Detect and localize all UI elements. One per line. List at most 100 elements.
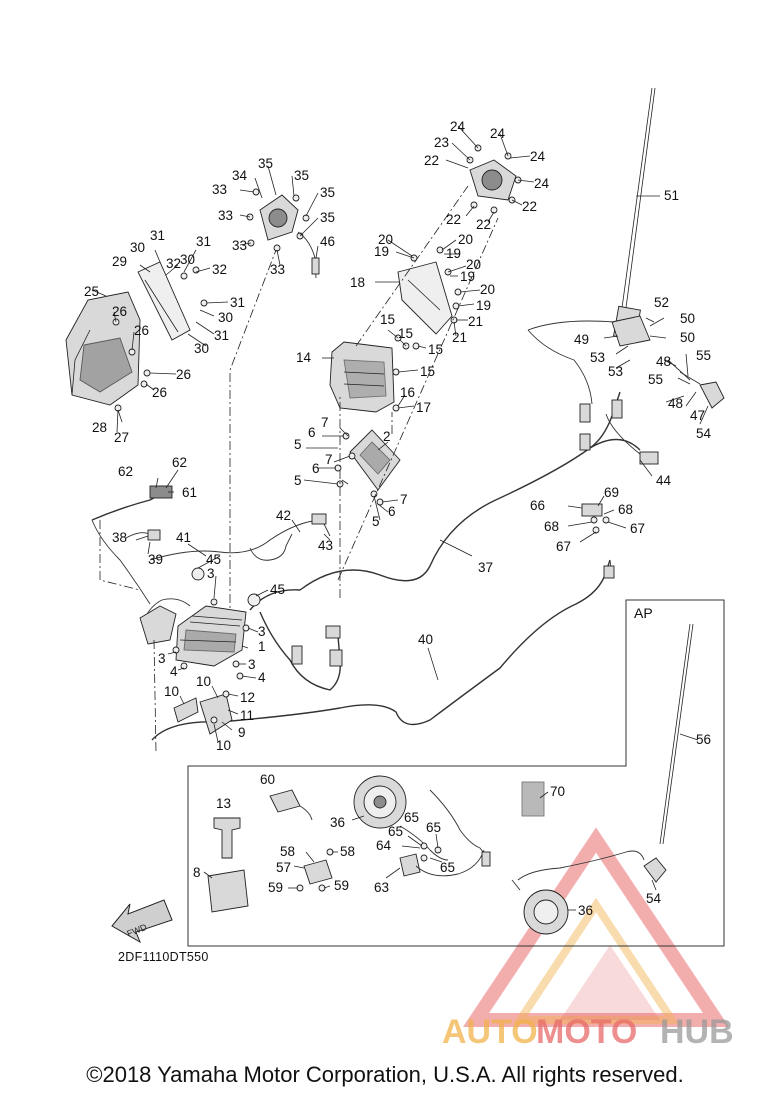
callout-15c: 15 [428, 342, 443, 357]
callout-13: 13 [216, 796, 231, 811]
callout-24c: 24 [530, 149, 546, 164]
callout-65a: 65 [388, 824, 403, 839]
callout-7c: 7 [400, 492, 408, 507]
callout-3b: 3 [258, 624, 266, 639]
callout-65d: 65 [440, 860, 455, 875]
callout-32a: 32 [166, 256, 181, 271]
callout-6c: 6 [388, 504, 396, 519]
callout-48b: 48 [668, 396, 683, 411]
watermark-part-1: AUTO [442, 1013, 538, 1051]
callout-37: 37 [478, 560, 493, 575]
callout-67a: 67 [630, 521, 645, 536]
leaders-upper-left [91, 165, 319, 433]
callout-32b: 32 [212, 262, 227, 277]
callout-68b: 68 [544, 519, 559, 534]
callout-51: 51 [664, 188, 679, 203]
speaker-housing-group [65, 188, 320, 412]
callout-14: 14 [296, 350, 312, 365]
callout-62b: 62 [172, 455, 187, 470]
callout-31b: 31 [196, 234, 211, 249]
callout-15d: 15 [420, 364, 435, 379]
callout-64: 64 [376, 838, 392, 853]
watermark-part-2: MOTO [536, 1013, 637, 1051]
callout-5c: 5 [372, 514, 380, 529]
leaders-upper-middle [322, 125, 535, 409]
callout-67b: 67 [556, 539, 571, 554]
callout-70: 70 [550, 784, 565, 799]
callout-47: 47 [690, 408, 705, 423]
copyright-footer: ©2018 Yamaha Motor Corporation, U.S.A. A… [86, 1062, 684, 1087]
callout-58a: 58 [280, 844, 295, 859]
callout-33a: 33 [212, 182, 227, 197]
callout-29: 29 [112, 254, 127, 269]
callout-26c: 26 [176, 367, 191, 382]
callout-55a: 55 [696, 348, 711, 363]
callout-30c: 30 [218, 310, 233, 325]
antenna-group [603, 87, 725, 425]
callout-16: 16 [400, 385, 415, 400]
ap-contents [111, 623, 699, 944]
callout-52: 52 [654, 295, 669, 310]
callout-17: 17 [416, 400, 431, 415]
callout-58b: 58 [340, 844, 355, 859]
callout-6a: 6 [308, 425, 316, 440]
callout-31c: 31 [230, 295, 245, 310]
wiring-harness [91, 185, 659, 753]
callout-20d: 20 [480, 282, 495, 297]
callout-50a: 50 [680, 311, 695, 326]
callout-61: 61 [182, 485, 197, 500]
callout-9: 9 [238, 725, 246, 740]
callout-5a: 5 [294, 437, 302, 452]
callout-labels: 1 2 3 3 3 3 4 4 5 5 5 6 6 6 7 7 7 8 9 10… [84, 119, 712, 918]
callout-44: 44 [656, 473, 672, 488]
callout-19a: 19 [374, 244, 389, 259]
callout-36b: 36 [578, 903, 593, 918]
callout-8: 8 [193, 865, 201, 880]
callout-40: 40 [418, 632, 433, 647]
callout-41: 41 [176, 530, 191, 545]
callout-15a: 15 [380, 312, 395, 327]
callout-5b: 5 [294, 473, 302, 488]
callout-10c: 10 [216, 738, 231, 753]
callout-56: 56 [696, 732, 711, 747]
callout-19b: 19 [446, 246, 461, 261]
callout-25: 25 [84, 284, 99, 299]
callout-15b: 15 [398, 326, 413, 341]
callout-11: 11 [240, 708, 254, 723]
callout-39: 39 [148, 552, 163, 567]
callout-2: 2 [383, 429, 391, 444]
callout-10b: 10 [196, 674, 211, 689]
callout-60: 60 [260, 772, 275, 787]
callout-53b: 53 [608, 364, 623, 379]
callout-21b: 21 [452, 330, 467, 345]
callout-34: 34 [232, 168, 248, 183]
callout-4b: 4 [258, 670, 266, 685]
callout-59a: 59 [268, 880, 283, 895]
callout-65b: 65 [404, 810, 419, 825]
callout-26b: 26 [134, 323, 149, 338]
callout-66: 66 [530, 498, 545, 513]
callout-54a: 54 [696, 426, 712, 441]
callout-31a: 31 [150, 228, 165, 243]
diagram-code: 2DF1110DT550 [118, 950, 209, 964]
callout-38: 38 [112, 530, 127, 545]
ap-section-label: AP [634, 605, 653, 621]
callout-59b: 59 [334, 878, 349, 893]
front-speaker-group [329, 144, 522, 413]
callout-33d: 33 [270, 262, 285, 277]
callout-26d: 26 [152, 385, 167, 400]
bracket-group [303, 427, 401, 521]
watermark-logo [462, 827, 730, 1027]
callout-24b: 24 [490, 126, 506, 141]
callout-19c: 19 [460, 269, 475, 284]
callout-43: 43 [318, 538, 333, 553]
callout-54b: 54 [646, 891, 662, 906]
callout-23: 23 [434, 135, 449, 150]
callout-35a: 35 [258, 156, 273, 171]
callout-20b: 20 [458, 232, 473, 247]
callout-36a: 36 [330, 815, 345, 830]
callout-1: 1 [258, 639, 266, 654]
callout-35c: 35 [320, 185, 335, 200]
callout-30d: 30 [194, 341, 209, 356]
